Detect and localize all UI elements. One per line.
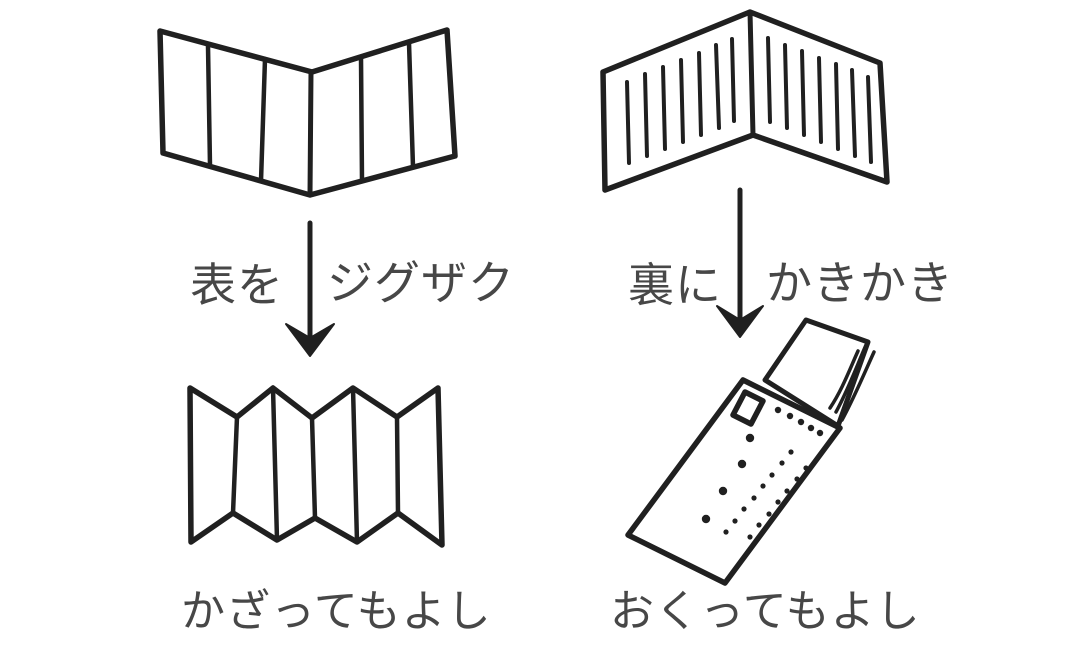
unfolded-card-back-with-writing-drawing [600, 9, 890, 193]
envelope-with-folded-letter-drawing [625, 317, 876, 586]
left-step-label-zigzag: ジグザク [327, 256, 515, 310]
left-caption-display-option: かざってもよし [181, 586, 492, 637]
unfolded-card-front-drawing [157, 27, 458, 198]
left-step-label-front: 表を [190, 258, 284, 312]
writing-lines-right-panel [766, 36, 873, 164]
down-arrow-icon [285, 220, 335, 357]
right-step-label-back: 裏に [628, 258, 722, 312]
postal-code-dots [774, 406, 824, 437]
right-caption-send-option: おくってもよし [610, 586, 921, 637]
envelope-body [625, 377, 843, 586]
folded-letter [762, 317, 876, 429]
zigzag-accordion-card-drawing [187, 385, 445, 548]
right-step-label-write: かきかき [766, 256, 954, 310]
address-name-dots [701, 433, 755, 524]
address-dotted-line-2 [747, 465, 809, 540]
down-arrow-icon [716, 187, 764, 338]
address-dotted-line-1 [723, 449, 794, 535]
writing-lines-left-panel [625, 37, 736, 165]
postage-stamp-icon [730, 389, 766, 427]
